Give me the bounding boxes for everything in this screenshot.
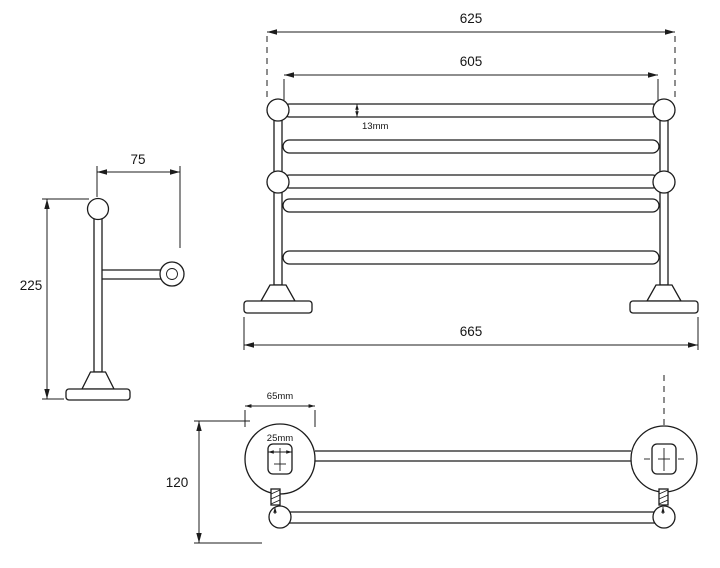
- dim-605-label: 605: [460, 54, 483, 69]
- rail-3: [282, 174, 660, 189]
- side-base-plate: [65, 388, 131, 401]
- side-top-ball: [86, 197, 110, 221]
- ball-mid-right: [652, 170, 676, 194]
- front-base-plate-right: [629, 300, 699, 314]
- ball-top-left: [266, 98, 290, 122]
- plan-screw-left-hatch: [270, 499, 281, 505]
- front-post-right: [659, 109, 669, 286]
- side-arm-ring-inner: [166, 268, 178, 280]
- side-view: 75 225: [20, 152, 185, 401]
- dim-625-label: 625: [460, 11, 483, 26]
- side-post: [93, 213, 103, 373]
- side-arm-ring-outer: [159, 261, 185, 287]
- rail-5: [282, 250, 660, 265]
- plan-lower-rail-ball-right: [652, 505, 676, 529]
- plan-screw-right-hatch: [658, 489, 669, 495]
- plan-screw-left-hatch: [270, 489, 281, 495]
- plan-view: 120 65mm 25mm: [166, 375, 698, 544]
- rail-1: [282, 103, 660, 118]
- front-base-flare-left: [259, 284, 297, 302]
- front-view: 625 605 13mm 665: [243, 11, 699, 350]
- plan-screw-right-hatch: [658, 499, 669, 505]
- front-post-left: [273, 109, 283, 286]
- front-base-plate-left: [243, 300, 313, 314]
- rail-4: [282, 198, 660, 213]
- dim-75-label: 75: [130, 152, 145, 167]
- ball-top-right: [652, 98, 676, 122]
- dim-65mm-label: 65mm: [267, 391, 293, 402]
- plan-lower-rail-ball-left: [268, 505, 292, 529]
- dim-120-label: 120: [166, 475, 189, 490]
- dim-13mm-label: 13mm: [362, 121, 388, 132]
- rail-2: [282, 139, 660, 154]
- dim-665-label: 665: [460, 324, 483, 339]
- dim-25mm-label: 25mm: [267, 433, 293, 444]
- front-base-flare-right: [645, 284, 683, 302]
- dim-225-label: 225: [20, 278, 43, 293]
- plan-screw-right-hatch: [658, 494, 669, 500]
- ball-mid-left: [266, 170, 290, 194]
- side-base-flare: [80, 371, 116, 390]
- plan-screw-left-hatch: [270, 494, 281, 500]
